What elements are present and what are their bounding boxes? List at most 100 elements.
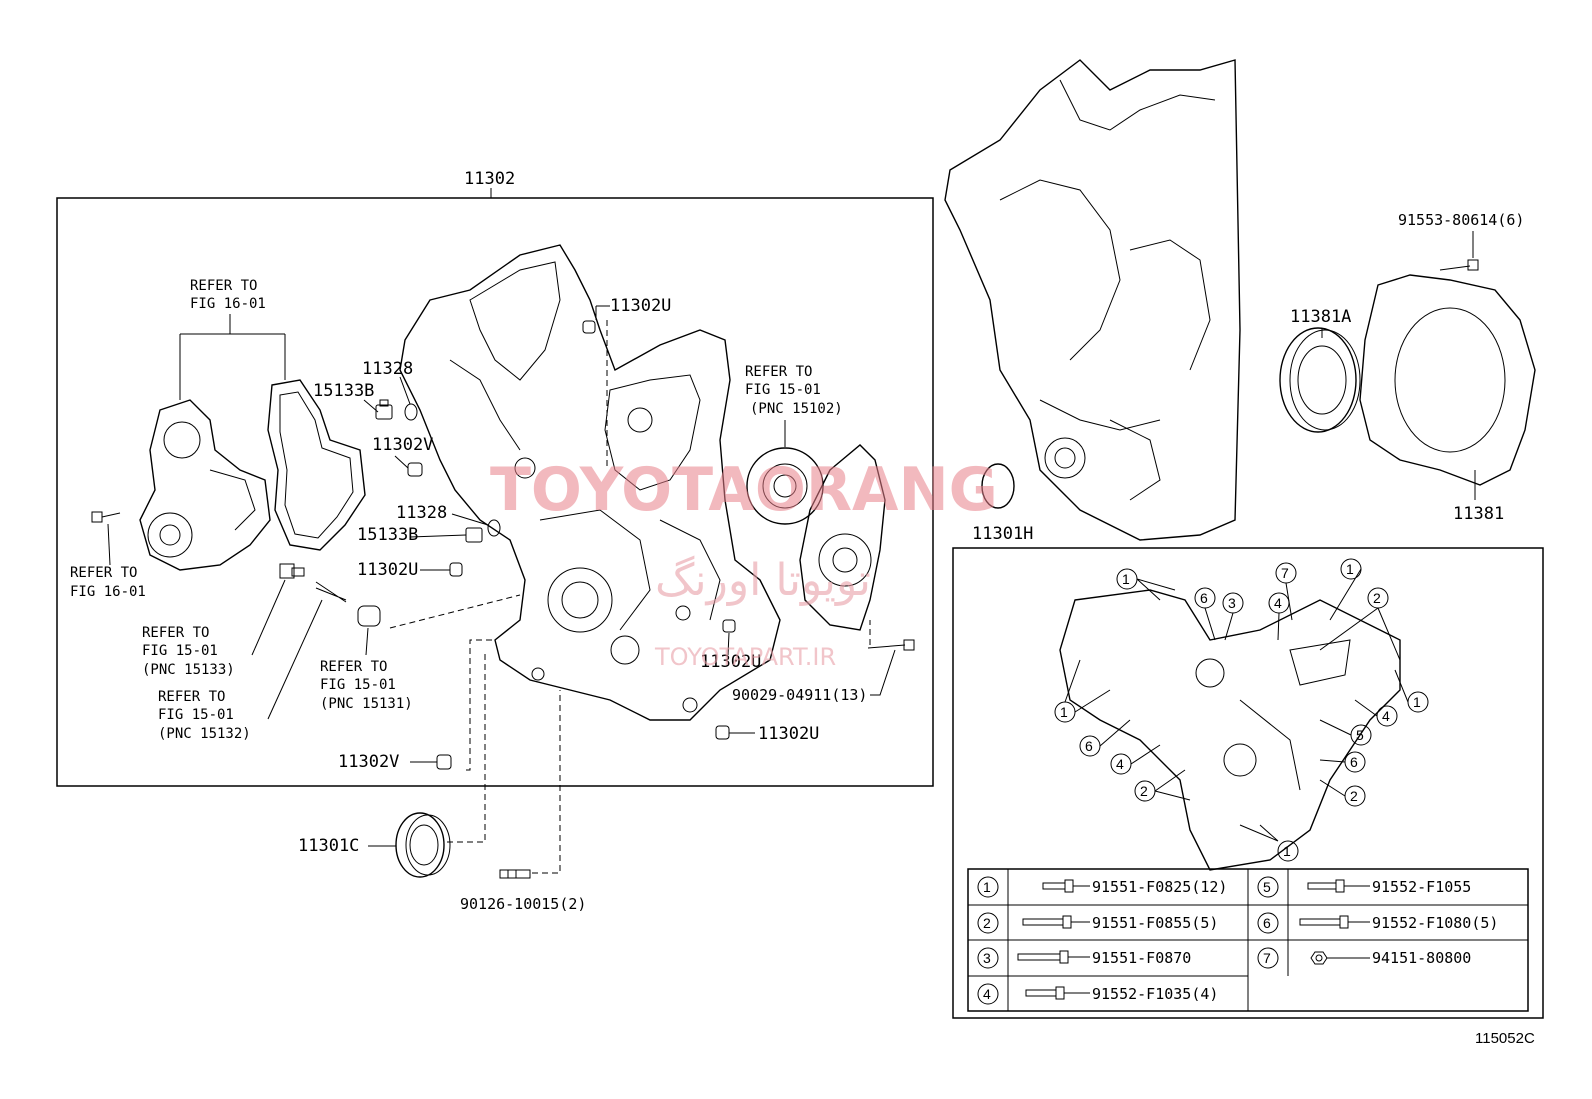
svg-text:FIG 15-01: FIG 15-01 [320,677,396,693]
timing-chain-cover[interactable] [399,244,781,721]
label-11302u-right[interactable]: 11302U [700,652,761,672]
plug-15133b-top[interactable] [375,399,393,420]
o-ring-11301h[interactable] [981,463,1015,509]
svg-text:(PNC 15132): (PNC 15132) [158,726,251,742]
figure-code: 115052C [1475,1030,1535,1047]
bolt-row-1[interactable]: 1 91551-F0825(12) [977,876,1227,898]
svg-text:(PNC 15102): (PNC 15102) [750,401,843,417]
svg-text:FIG 15-01: FIG 15-01 [142,643,218,659]
bolt-row-2[interactable]: 2 91551-F0855(5) [977,912,1218,934]
water-pump-bolt[interactable] [91,511,121,523]
svg-text:1: 1 [1122,571,1130,587]
label-11302u-top[interactable]: 11302U [610,296,671,316]
relief-spring-15132[interactable] [315,581,347,603]
svg-text:2: 2 [1140,783,1148,799]
svg-text:1: 1 [1060,704,1068,720]
label-11328-top[interactable]: 11328 [362,359,413,379]
bolt-row-4[interactable]: 4 91552-F1035(4) [977,983,1218,1005]
label-11302u-mid[interactable]: 11302U [357,560,418,580]
label-11301h[interactable]: 11301H [972,524,1033,544]
oil-plug-15133[interactable] [279,563,305,579]
svg-text:3: 3 [983,950,991,966]
svg-text:REFER TO: REFER TO [142,625,209,641]
svg-text:(PNC 15133): (PNC 15133) [142,662,235,678]
crank-seal-11301c[interactable] [395,812,451,878]
stud-90126[interactable] [499,869,531,879]
watermark-url: TOYOTAPART.IR [654,643,836,671]
svg-text:7: 7 [1281,565,1289,581]
dowel-11302u-bottom[interactable] [715,725,730,740]
o-ring-11328-top[interactable] [404,403,418,421]
bolt-position-panel [952,547,1544,1019]
svg-text:REFER TO: REFER TO [745,364,812,380]
svg-text:1: 1 [983,879,991,895]
svg-text:91552-F1080(5): 91552-F1080(5) [1372,914,1498,932]
svg-text:4: 4 [1382,708,1390,724]
label-15133b-mid[interactable]: 15133B [357,525,418,545]
watermark-main: TOYOTAORANG [490,455,998,525]
svg-text:91552-F1035(4): 91552-F1035(4) [1092,985,1218,1003]
bolt-row-3[interactable]: 3 91551-F0870 [977,947,1191,969]
svg-text:91552-F1055: 91552-F1055 [1372,878,1471,896]
label-11328-mid[interactable]: 11328 [396,503,447,523]
svg-text:2: 2 [1373,590,1381,606]
svg-text:REFER TO: REFER TO [70,565,137,581]
label-90126[interactable]: 90126-10015(2) [460,895,586,913]
bolt-row-7[interactable]: 7 94151-80800 [1257,947,1471,969]
o-ring-11328-mid[interactable] [487,519,501,537]
svg-text:5: 5 [1263,879,1271,895]
label-11302v-top[interactable]: 11302V [372,435,433,455]
label-11302v-bottom[interactable]: 11302V [338,752,399,772]
bolt-91553[interactable] [1439,259,1479,271]
dowel-11302v-top[interactable] [407,462,423,477]
label-11381a[interactable]: 11381A [1290,307,1351,327]
watermark-persian: تویوتا اورنگ [655,555,871,606]
bolt-row-6[interactable]: 6 91552-F1080(5) [1257,912,1498,934]
svg-text:(PNC 15131): (PNC 15131) [320,696,413,712]
svg-text:FIG 15-01: FIG 15-01 [745,382,821,398]
svg-text:6: 6 [1350,754,1358,770]
assembly-frame [56,197,934,787]
svg-text:REFER TO: REFER TO [320,659,387,675]
svg-text:2: 2 [1350,788,1358,804]
svg-text:1: 1 [1413,694,1421,710]
oil-pump-cover[interactable] [799,444,886,631]
svg-text:FIG 16-01: FIG 16-01 [70,584,146,600]
label-90029[interactable]: 90029-04911(13) [732,686,867,704]
label-11381[interactable]: 11381 [1453,504,1504,524]
oil-pump-rotor[interactable] [746,447,824,525]
relief-valve-15131[interactable] [357,605,381,627]
svg-text:91551-F0825(12): 91551-F0825(12) [1092,878,1227,896]
assembly-number-label[interactable]: 11302 [464,169,515,189]
label-91553[interactable]: 91553-80614(6) [1398,211,1524,229]
svg-text:5: 5 [1356,727,1364,743]
svg-text:94151-80800: 94151-80800 [1372,949,1471,967]
dowel-11302u-top[interactable] [582,320,596,334]
svg-text:REFER TO: REFER TO [190,278,257,294]
svg-text:7: 7 [1263,950,1271,966]
bolt-row-5[interactable]: 5 91552-F1055 [1257,876,1471,898]
water-pump[interactable] [139,399,271,571]
dowel-11302u-mid[interactable] [449,562,463,577]
label-11302u-bottom[interactable]: 11302U [758,724,819,744]
svg-text:6: 6 [1085,738,1093,754]
svg-text:6: 6 [1200,590,1208,606]
svg-text:4: 4 [1116,756,1124,772]
label-11301c[interactable]: 11301C [298,836,359,856]
rear-seal-11381a[interactable] [1279,327,1361,433]
water-pump-gasket[interactable] [267,379,366,551]
dowel-11302v-bottom[interactable] [436,754,452,770]
engine-block [944,59,1241,541]
label-15133b-top[interactable]: 15133B [313,381,374,401]
bolt-table [967,868,1529,1012]
dowel-11302u-right[interactable] [722,619,736,633]
plug-15133b-mid[interactable] [465,527,483,543]
svg-text:3: 3 [1228,595,1236,611]
svg-text:1: 1 [1283,843,1291,859]
svg-text:4: 4 [1274,595,1282,611]
svg-text:FIG 16-01: FIG 16-01 [190,296,266,312]
rear-plate-11381[interactable] [1359,274,1536,486]
svg-text:REFER TO: REFER TO [158,689,225,705]
bolt-90029[interactable] [867,639,915,651]
